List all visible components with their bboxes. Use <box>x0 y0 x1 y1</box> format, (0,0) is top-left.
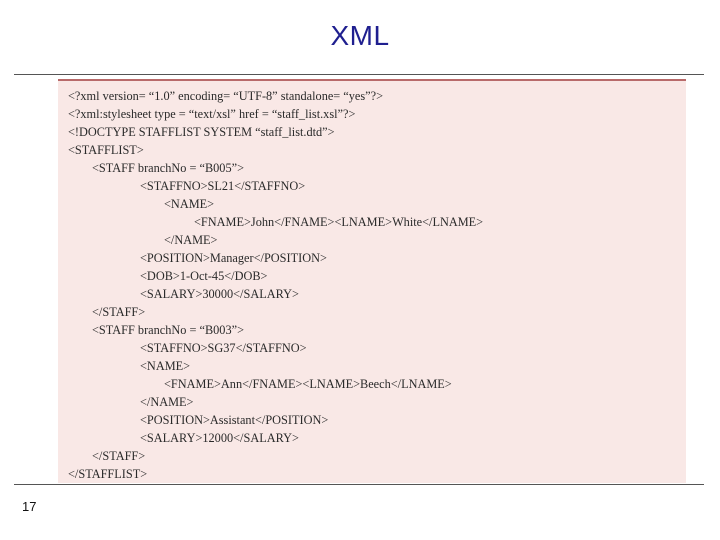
code-lines: <?xml version= “1.0” encoding= “UTF-8” s… <box>68 87 483 483</box>
code-line: <SALARY>30000</SALARY> <box>140 287 299 301</box>
code-line: <?xml:stylesheet type = “text/xsl” href … <box>68 107 356 121</box>
xml-code-listing: <?xml version= “1.0” encoding= “UTF-8” s… <box>58 79 686 483</box>
page-number: 17 <box>22 499 37 514</box>
code-line: <STAFF branchNo = “B005”> <box>92 161 244 175</box>
code-line: </STAFF> <box>92 449 146 463</box>
slide-title: XML <box>330 20 390 51</box>
code-line: <STAFFNO>SL21</STAFFNO> <box>140 179 306 193</box>
code-line: <!DOCTYPE STAFFLIST SYSTEM “staff_list.d… <box>68 125 335 139</box>
code-line: <STAFFLIST> <box>68 143 144 157</box>
code-line: <NAME> <box>140 359 191 373</box>
code-line: </NAME> <box>164 233 218 247</box>
code-line: <FNAME>John</FNAME><LNAME>White</LNAME> <box>194 215 484 229</box>
code-line: </STAFFLIST> <box>68 467 148 481</box>
code-line: <NAME> <box>164 197 215 211</box>
code-line: <FNAME>Ann</FNAME><LNAME>Beech</LNAME> <box>164 377 452 391</box>
code-line: <?xml version= “1.0” encoding= “UTF-8” s… <box>68 89 384 103</box>
code-line: <STAFF branchNo = “B003”> <box>92 323 244 337</box>
code-line: <DOB>1-Oct-45</DOB> <box>140 269 268 283</box>
code-line: </STAFF> <box>92 305 146 319</box>
code-line: </NAME> <box>140 395 194 409</box>
title-divider <box>14 74 704 75</box>
code-line: <POSITION>Manager</POSITION> <box>140 251 327 265</box>
code-line: <STAFFNO>SG37</STAFFNO> <box>140 341 307 355</box>
code-line: <SALARY>12000</SALARY> <box>140 431 299 445</box>
code-line: <POSITION>Assistant</POSITION> <box>140 413 329 427</box>
footer-divider <box>14 484 704 485</box>
